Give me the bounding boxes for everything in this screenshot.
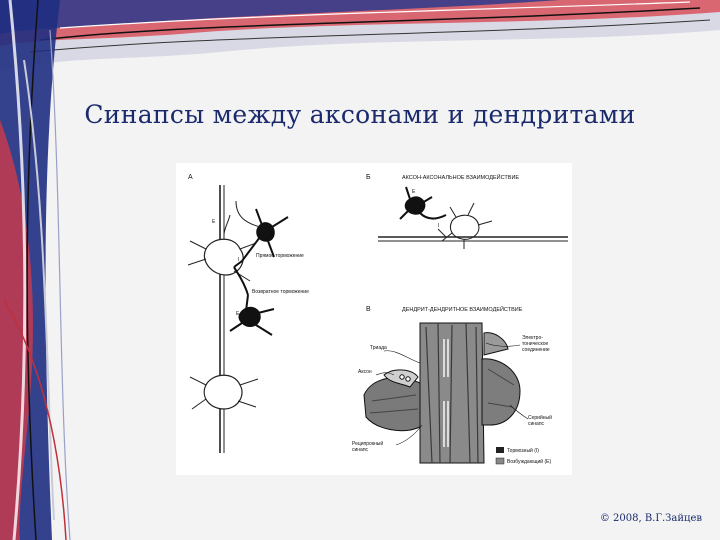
- panel-c-label-reciprocal: Реципрокный синапс: [352, 440, 385, 453]
- panel-b-mark-i: I: [438, 223, 439, 229]
- panel-a-neurons: [187, 185, 289, 453]
- panel-c-leaders: [375, 342, 529, 446]
- synapse-figure: А Е I Е Прямое торможение Возвратное тор…: [176, 163, 572, 475]
- panel-b-heading: АКСОН-АКСОНАЛЬНОЕ ВЗАИМОДЕЙСТВИЕ: [402, 173, 519, 181]
- synapse-diagram: А Е I Е Прямое торможение Возвратное тор…: [187, 173, 568, 465]
- electrotonic-line-1: Электро-: [522, 335, 543, 341]
- legend-excitatory: Возбуждающий (Е): [507, 458, 551, 465]
- panel-c-label-serial: Серийный синапс: [528, 414, 553, 427]
- panel-b-letter: Б: [366, 174, 371, 181]
- panel-c-label-axon: Аксон: [358, 369, 372, 375]
- panel-b-neurons: [378, 186, 568, 249]
- panel-c-legend: Тормозный (I) Возбуждающий (Е): [495, 447, 551, 465]
- reciprocal-line-1: Реципрокный: [352, 440, 383, 447]
- legend-inhibitory: Тормозный (I): [507, 447, 539, 454]
- panel-c-dendrites: [363, 322, 521, 464]
- copyright-notice: © 2008, В.Г.Зайцев: [599, 513, 702, 524]
- panel-c-label-reciprocal-text: Реципрокный синапс: [352, 440, 385, 453]
- reciprocal-line-2: синапс: [352, 447, 369, 453]
- panel-a-mark-e-2: Е: [236, 311, 240, 317]
- panel-c-label-electrotonic-text: Электро- тоническое соединение: [522, 335, 550, 353]
- top-banner-blue: [0, 0, 560, 34]
- panel-b-mark-e: Е: [412, 189, 416, 195]
- panel-a-letter: А: [188, 174, 193, 181]
- electrotonic-line-3: соединение: [522, 347, 550, 353]
- panel-c-letter: В: [366, 306, 371, 313]
- panel-c-label-serial-text: Серийный синапс: [528, 414, 553, 427]
- panel-a-label-direct: Прямое торможение: [256, 253, 304, 259]
- panel-a-mark-i-1: I: [238, 257, 239, 263]
- legend-inhibitory-swatch: [496, 447, 504, 453]
- serial-line-2: синапс: [528, 421, 545, 427]
- slide-title: Синапсы между аксонами и дендритами: [84, 100, 636, 129]
- panel-c-heading: ДЕНДРИТ-ДЕНДРИТНОЕ ВЗАИМОДЕЙСТВИЕ: [402, 305, 523, 313]
- panel-a-mark-e-1: Е: [212, 219, 216, 225]
- panel-a-label-recurrent: Возвратное торможение: [252, 289, 309, 295]
- panel-c-label-triad: Триада: [370, 345, 387, 351]
- legend-excitatory-swatch: [495, 457, 505, 465]
- panel-c-label-electrotonic: Электро- тоническое соединение: [522, 335, 550, 353]
- electrotonic-line-2: тоническое: [522, 341, 548, 347]
- serial-line-1: Серийный: [528, 414, 552, 421]
